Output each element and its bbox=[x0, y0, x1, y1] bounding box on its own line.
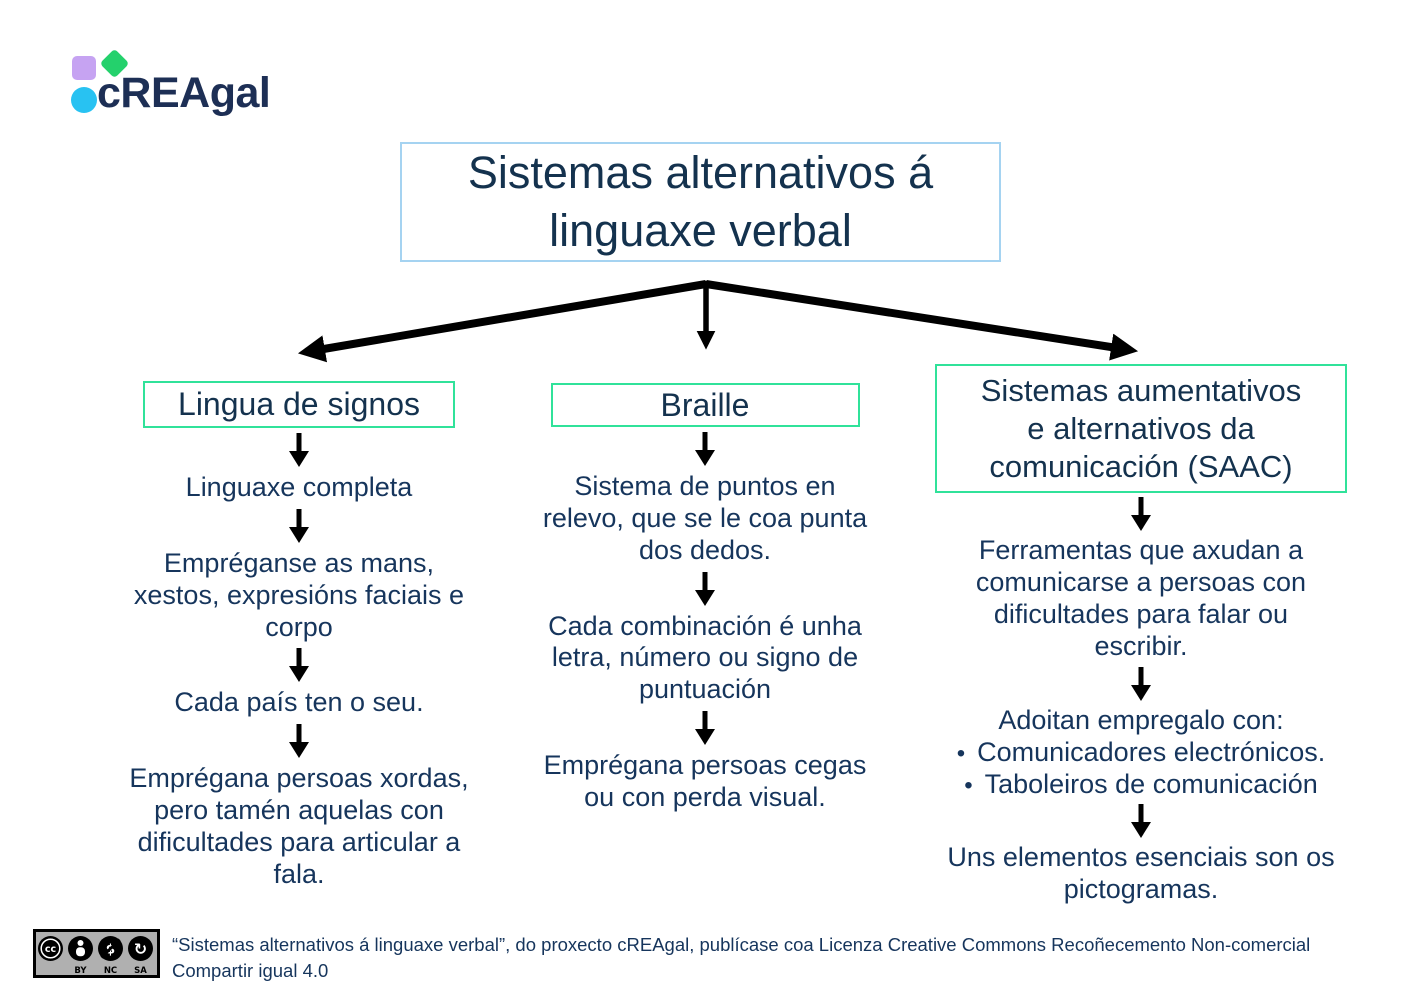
title-box: Sistemas alternativos á linguaxe verbal bbox=[400, 142, 1001, 262]
node-text: Sistema de puntos en relevo, que se le c… bbox=[542, 471, 868, 565]
sa-label: SA bbox=[134, 966, 147, 976]
branch-header-label: Lingua de signos bbox=[178, 386, 420, 422]
sa-icon: ↻ bbox=[128, 936, 153, 961]
node-text: Emprégana persoas cegas ou con perda vis… bbox=[543, 750, 867, 813]
bullet-icon: • bbox=[964, 771, 973, 799]
branch-header-box: Sistemas aumentativos e alternativos da … bbox=[935, 364, 1347, 494]
arrow-to-saac bbox=[705, 280, 1139, 361]
down-arrow-icon bbox=[288, 648, 310, 682]
logo-circle-icon bbox=[71, 87, 97, 113]
branch-lingua-de-signos: Lingua de signos Linguaxe completa Empré… bbox=[109, 381, 489, 891]
usage-list: Adoitan empregalo con: • Comunicadores e… bbox=[957, 705, 1326, 801]
branch-header-box: Braille bbox=[550, 383, 860, 427]
bullet-text: Comunicadores electrónicos. bbox=[977, 736, 1326, 767]
by-icon bbox=[68, 936, 93, 961]
nc-label: NC bbox=[104, 966, 117, 976]
node-text: Linguaxe completa bbox=[185, 472, 413, 502]
node-text: Cada país ten o seu. bbox=[174, 687, 424, 718]
node-text: Emprégana persoas xordas, pero tamén aqu… bbox=[129, 763, 469, 889]
list-item: • Comunicadores electrónicos. bbox=[957, 737, 1326, 769]
down-arrow-icon bbox=[1130, 804, 1152, 838]
node-text: Uns elementos esenciais son os pictogram… bbox=[947, 842, 1335, 905]
logo-text: cREAgal bbox=[97, 69, 271, 117]
creagal-logo: cREAgal bbox=[68, 48, 328, 122]
bullet-text: Taboleiros de comunicación bbox=[984, 768, 1318, 799]
down-arrow-icon bbox=[288, 509, 310, 543]
branch-header-label: Sistemas aumentativos e alternativos da … bbox=[980, 373, 1302, 484]
logo-square-icon bbox=[72, 56, 96, 80]
svg-text:cc: cc bbox=[45, 944, 56, 955]
node-text: Ferramentas que axudan a comunicarse a p… bbox=[975, 535, 1307, 662]
svg-text:↻: ↻ bbox=[134, 940, 147, 959]
branch-header-box: Lingua de signos bbox=[143, 381, 455, 428]
cc-license-badge: cc $ ↻ BY NC SA bbox=[33, 929, 160, 978]
node-text: Cada combinación é unha letra, número ou… bbox=[548, 610, 862, 705]
branch-header-label: Braille bbox=[660, 386, 750, 423]
bullet-icon: • bbox=[956, 739, 966, 767]
branch-braille: Braille Sistema de puntos en relevo, que… bbox=[519, 383, 891, 814]
arrow-to-lingua-de-signos bbox=[297, 280, 707, 363]
page-title: Sistemas alternativos á linguaxe verbal bbox=[467, 147, 934, 256]
node-text: Empréganse as mans, xestos, expresións f… bbox=[133, 547, 465, 642]
down-arrow-icon bbox=[694, 432, 716, 466]
node-text: Adoitan empregalo con: bbox=[998, 704, 1284, 735]
down-arrow-icon bbox=[694, 572, 716, 606]
list-item: • Taboleiros de comunicación bbox=[964, 769, 1318, 801]
down-arrow-icon bbox=[694, 711, 716, 745]
down-arrow-icon bbox=[1130, 497, 1152, 531]
down-arrow-icon bbox=[1130, 667, 1152, 701]
down-arrow-icon bbox=[288, 433, 310, 467]
license-text: “Sistemas alternativos á linguaxe verbal… bbox=[172, 934, 1311, 981]
by-label: BY bbox=[74, 966, 87, 976]
cc-icon: cc bbox=[38, 936, 63, 961]
down-arrow-icon bbox=[288, 724, 310, 758]
branch-saac: Sistemas aumentativos e alternativos da … bbox=[922, 364, 1360, 906]
nc-icon: $ bbox=[98, 936, 123, 961]
